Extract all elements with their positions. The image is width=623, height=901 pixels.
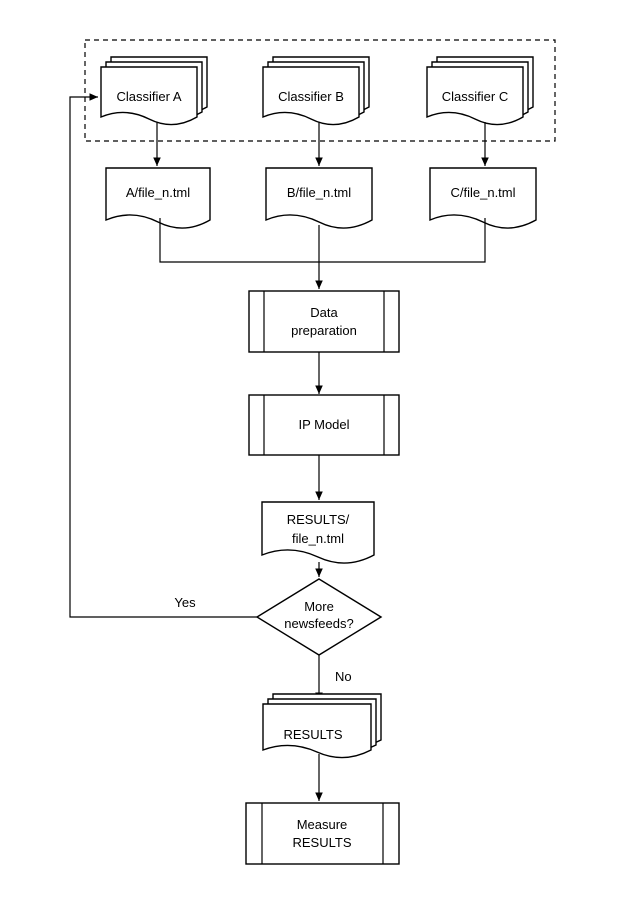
classifier-c-node: Classifier C — [426, 56, 534, 126]
results-file-label-2: file_n.tml — [292, 531, 344, 546]
arrow-yes-loop — [69, 93, 257, 618]
measure-results-node: Measure RESULTS — [245, 802, 400, 865]
classifier-a-label: Classifier A — [116, 89, 181, 104]
results-file-label-1: RESULTS/ — [287, 512, 350, 527]
merge-line — [159, 218, 486, 263]
measure-results-label-2: RESULTS — [293, 835, 352, 850]
ip-model-label: IP Model — [298, 417, 349, 432]
file-c-label: C/file_n.tml — [450, 185, 515, 200]
decision-node: More newsfeeds? — [255, 578, 383, 656]
data-preparation-node: Data preparation — [248, 290, 400, 353]
file-a-node: A/file_n.tml — [105, 167, 211, 229]
results-node: RESULTS — [262, 693, 382, 759]
classifier-c-label: Classifier C — [442, 89, 508, 104]
decision-label-1: More — [304, 599, 334, 614]
file-c-node: C/file_n.tml — [429, 167, 537, 229]
decision-label-2: newsfeeds? — [284, 616, 353, 631]
file-a-label: A/file_n.tml — [126, 185, 190, 200]
classifier-a-node: Classifier A — [100, 56, 208, 126]
file-b-node: B/file_n.tml — [265, 167, 373, 229]
results-file-node: RESULTS/ file_n.tml — [261, 501, 375, 564]
data-preparation-label-1: Data — [310, 305, 338, 320]
yes-label: Yes — [174, 595, 196, 610]
classifier-b-node: Classifier B — [262, 56, 370, 126]
file-b-label: B/file_n.tml — [287, 185, 351, 200]
ip-model-node: IP Model — [248, 394, 400, 456]
results-label: RESULTS — [284, 727, 343, 742]
no-label: No — [335, 669, 352, 684]
measure-results-label-1: Measure — [297, 817, 348, 832]
classifier-group-box — [84, 39, 556, 142]
classifier-b-label: Classifier B — [278, 89, 344, 104]
data-preparation-label-2: preparation — [291, 323, 357, 338]
